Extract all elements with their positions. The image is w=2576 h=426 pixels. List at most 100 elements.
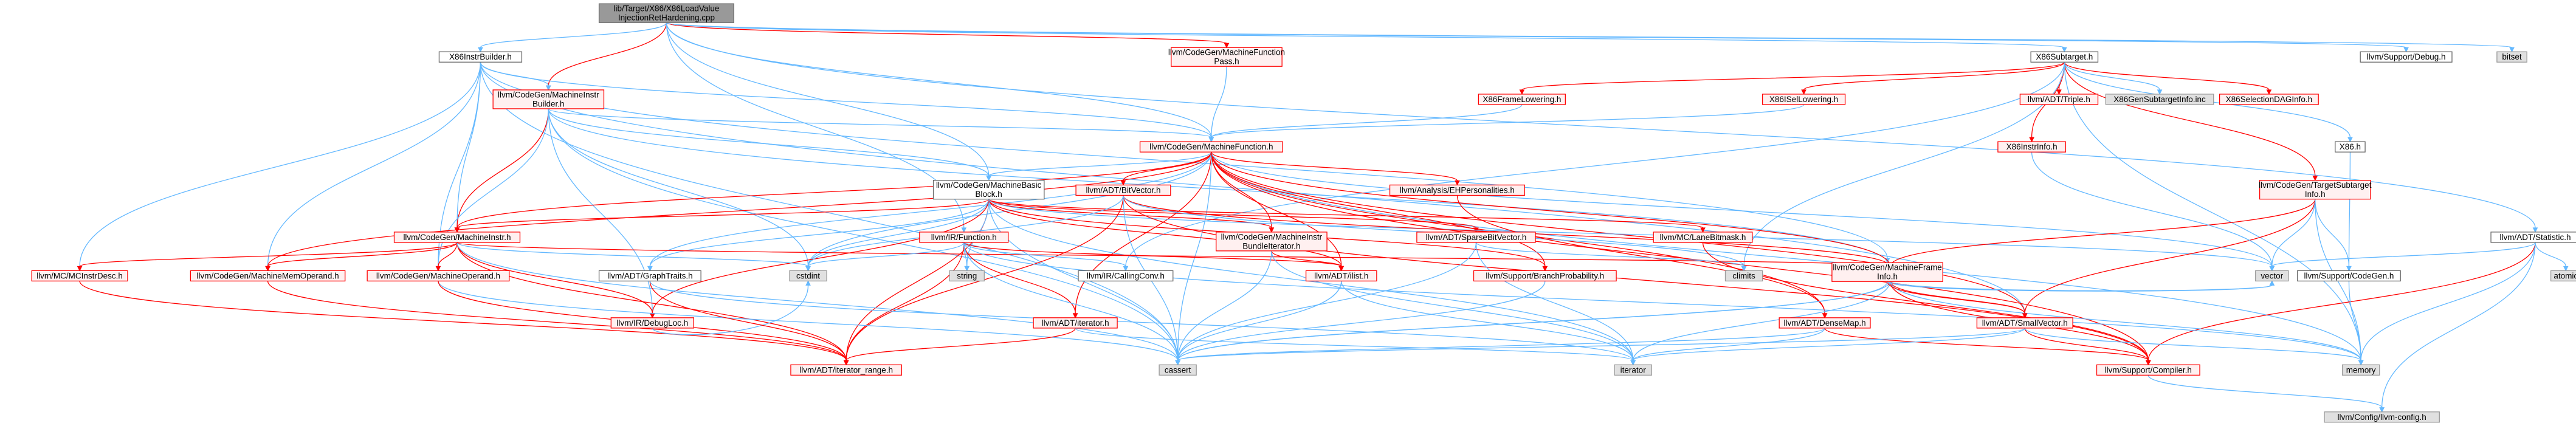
- node-root[interactable]: lib/Target/X86/X86LoadValueInjectionRetH…: [598, 3, 734, 23]
- node-compiler[interactable]: llvm/Support/Compiler.h: [2096, 364, 2200, 376]
- node-mibundle[interactable]: llvm/CodeGen/MachineInstrBundleIterator.…: [1216, 232, 1328, 252]
- node-mcinstrdesc[interactable]: llvm/MC/MCInstrDesc.h: [31, 270, 128, 282]
- node-x86h[interactable]: X86.h: [2335, 141, 2366, 153]
- node-box: [1033, 317, 1118, 329]
- node-box: [1614, 364, 1652, 376]
- edge-lanebitmask-to-compiler: [1702, 242, 2151, 366]
- node-x86seldag[interactable]: X86SelectionDAGInfo.h: [2219, 94, 2319, 105]
- node-label: X86ISelLowering.h: [1769, 95, 1838, 104]
- node-codegen[interactable]: llvm/Support/CodeGen.h: [2297, 270, 2401, 282]
- edge-mf-to-mbb: [986, 151, 1212, 181]
- node-branchprob[interactable]: llvm/Support/BranchProbability.h: [1473, 270, 1617, 282]
- node-ilist[interactable]: llvm/ADT/ilist.h: [1305, 270, 1377, 282]
- node-debugloc[interactable]: llvm/IR/DebugLoc.h: [610, 317, 694, 329]
- node-graphtraits[interactable]: llvm/ADT/GraphTraits.h: [598, 270, 701, 282]
- edge-function-to-cstdint: [805, 242, 965, 272]
- node-box: [2335, 141, 2366, 153]
- node-iterator[interactable]: iterator: [1614, 364, 1652, 376]
- edges-layer: [77, 22, 2569, 413]
- node-bitset[interactable]: bitset: [2496, 51, 2527, 63]
- node-lanebitmask[interactable]: llvm/MC/LaneBitmask.h: [1653, 232, 1753, 243]
- node-label: llvm/IR/DebugLoc.h: [616, 318, 688, 328]
- node-label: climits: [1732, 271, 1755, 280]
- node-callingconv[interactable]: llvm/IR/CallingConv.h: [1078, 270, 1174, 282]
- node-label: llvm/Config/llvm-config.h: [2338, 413, 2426, 422]
- edge-compiler-to-llvmconfig: [2147, 375, 2385, 413]
- edge-statistic-to-vector: [2269, 242, 2536, 272]
- node-smallvector[interactable]: llvm/ADT/SmallVector.h: [1976, 317, 2073, 329]
- node-cstdint[interactable]: cstdint: [789, 270, 827, 282]
- node-climits[interactable]: climits: [1724, 270, 1763, 282]
- node-label: iterator: [1620, 365, 1647, 374]
- node-box: [1216, 232, 1328, 252]
- node-atomic[interactable]: atomic: [2550, 270, 2576, 282]
- edge-densemap-to-compiler: [1824, 328, 2151, 366]
- edge-smallvector-to-memory: [2024, 328, 2364, 366]
- node-box: [610, 317, 694, 329]
- node-box: [31, 270, 128, 282]
- node-memory[interactable]: memory: [2341, 364, 2380, 376]
- edge-mf-to-bitvector: [1120, 152, 1212, 186]
- node-bitvector[interactable]: llvm/ADT/BitVector.h: [1075, 184, 1171, 196]
- node-mi[interactable]: llvm/CodeGen/MachineInstr.h: [393, 232, 521, 243]
- node-box: [1139, 141, 1283, 153]
- node-box: [1997, 141, 2066, 153]
- node-x86instrinfo[interactable]: X86InstrInfo.h: [1997, 141, 2066, 153]
- node-string[interactable]: string: [949, 270, 985, 282]
- node-box: [1473, 270, 1617, 282]
- node-x86subtarget[interactable]: X86Subtarget.h: [2030, 51, 2099, 63]
- node-mf[interactable]: llvm/CodeGen/MachineFunction.h: [1139, 141, 1283, 153]
- node-box: [2550, 270, 2576, 282]
- node-box: [1762, 94, 1846, 105]
- node-adtiterator[interactable]: llvm/ADT/iterator.h: [1033, 317, 1118, 329]
- edge-mbb-to-lanebitmask: [988, 199, 1706, 233]
- edge-x86instrinfo-to-vector: [2031, 152, 2275, 272]
- edge-x86subtarget-to-x86seldag: [2064, 61, 2272, 95]
- node-box: [789, 270, 827, 282]
- node-statistic[interactable]: llvm/ADT/Statistic.h: [2490, 232, 2576, 243]
- node-x86framelowering[interactable]: X86FrameLowering.h: [1478, 94, 1566, 105]
- node-x86isellowering[interactable]: X86ISelLowering.h: [1762, 94, 1846, 105]
- node-label: X86Subtarget.h: [2036, 52, 2093, 61]
- node-iterrange[interactable]: llvm/ADT/iterator_range.h: [790, 364, 902, 376]
- node-x86instrbuilder[interactable]: X86InstrBuilder.h: [438, 51, 523, 63]
- node-mmo[interactable]: llvm/CodeGen/MachineMemOperand.h: [190, 270, 346, 282]
- edge-mibuilder-to-mo: [435, 108, 549, 272]
- node-label: X86FrameLowering.h: [1483, 95, 1561, 104]
- node-function[interactable]: llvm/IR/Function.h: [919, 232, 1009, 243]
- edge-mbb-to-graphtraits: [647, 199, 990, 272]
- edge-sparsebv-to-climits: [1475, 242, 1747, 272]
- node-vector[interactable]: vector: [2255, 270, 2289, 282]
- node-box: [2019, 94, 2099, 105]
- node-label: llvm/ADT/Statistic.h: [2499, 233, 2571, 242]
- node-label: llvm/Support/Debug.h: [2367, 52, 2446, 61]
- node-debug[interactable]: llvm/Support/Debug.h: [2360, 51, 2453, 63]
- node-triple[interactable]: llvm/ADT/Triple.h: [2019, 94, 2099, 105]
- node-mo[interactable]: llvm/CodeGen/MachineOperand.h: [367, 270, 510, 282]
- edge-statistic-to-atomic: [2535, 242, 2569, 272]
- node-box: [1416, 232, 1536, 243]
- node-x86gensubtarget[interactable]: X86GenSubtargetInfo.inc: [2105, 94, 2214, 105]
- node-densemap[interactable]: llvm/ADT/DenseMap.h: [1779, 317, 1871, 329]
- node-label: BundleIterator.h: [1242, 241, 1300, 250]
- node-label: llvm/CodeGen/MachineInstr: [1221, 232, 1323, 241]
- node-sparsebv[interactable]: llvm/ADT/SparseBitVector.h: [1416, 232, 1536, 243]
- edge-arrayref-to-vector: [1889, 280, 2275, 292]
- node-box: [598, 3, 734, 23]
- node-label: llvm/ADT/iterator.h: [1042, 318, 1109, 328]
- node-cassert[interactable]: cassert: [1159, 364, 1197, 376]
- node-box: [2496, 51, 2527, 63]
- nodes-layer: lib/Target/X86/X86LoadValueInjectionRetH…: [31, 3, 2576, 423]
- edge-mi-to-mmo: [265, 242, 458, 272]
- edge-tgtsubtarget-to-vector: [2269, 199, 2316, 272]
- edge-smallvector-to-iterator: [1630, 328, 2025, 366]
- edge-function-to-iterrange: [843, 242, 965, 366]
- edge-x86instrbuilder-to-mi: [454, 62, 481, 233]
- node-llvmconfig[interactable]: llvm/Config/llvm-config.h: [2324, 411, 2440, 423]
- node-ehpers[interactable]: llvm/Analysis/EHPersonalities.h: [1389, 184, 1525, 196]
